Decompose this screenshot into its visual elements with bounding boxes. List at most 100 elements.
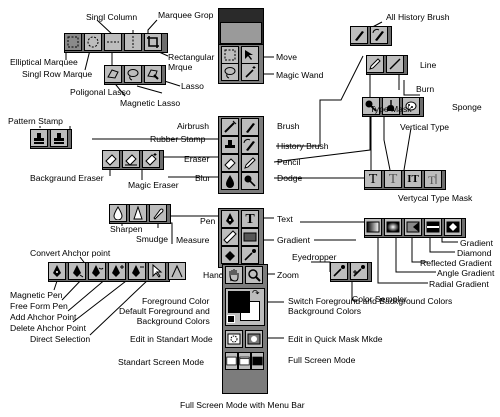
crop-icon[interactable] <box>144 33 162 51</box>
label-eyedropper: Eyedropper <box>292 252 337 262</box>
dodge-tool-icon[interactable] <box>241 172 259 190</box>
label-sharpen: Sharpen <box>110 224 143 234</box>
quick-mask-mode-icon[interactable] <box>245 330 263 348</box>
elliptical-marquee-icon[interactable] <box>84 33 102 51</box>
rectangular-marquee-icon[interactable] <box>64 33 82 51</box>
convert-anchor-point-icon[interactable] <box>168 262 186 280</box>
add-anchor-point-icon[interactable] <box>108 262 126 280</box>
type-icon[interactable]: T <box>364 170 382 188</box>
direct-selection-icon[interactable] <box>148 262 166 280</box>
label-magnetic-lasso: Magnetic Lasso <box>120 98 181 108</box>
polygonal-lasso-icon[interactable] <box>104 65 122 83</box>
magic-eraser-icon[interactable] <box>142 150 160 168</box>
label-add-anchor-point: Add Ahchor Point <box>10 312 77 322</box>
measure-tool-icon[interactable] <box>221 228 239 246</box>
marquee-tool-icon[interactable] <box>221 46 239 64</box>
label-edit-quick-mask: Edit in Quick Mask Mkde <box>288 334 383 344</box>
radial-gradient-icon[interactable] <box>384 218 402 236</box>
smudge-icon[interactable] <box>149 204 167 222</box>
move-tool-icon[interactable] <box>241 46 259 64</box>
label-background-eraser: Backgraund Eraser <box>30 173 104 183</box>
label-gradient: Gradient <box>277 235 310 245</box>
label-standard-screen-mode: Standart Screen Mode <box>118 357 204 367</box>
label-dodge: Dodge <box>277 173 303 183</box>
hand-tool-icon[interactable] <box>225 266 243 284</box>
toolbox-logo-area <box>220 22 262 44</box>
label-smudge: Smudge <box>136 234 169 244</box>
reflected-gradient-icon[interactable] <box>424 218 442 236</box>
full-screen-menu-bar-mode-icon[interactable] <box>238 352 251 370</box>
label-diamond: Diamond <box>457 248 492 258</box>
label-gradient-right: Gradient <box>460 238 493 248</box>
free-form-pen-icon[interactable] <box>88 262 106 280</box>
full-screen-mode-icon[interactable] <box>251 352 264 370</box>
label-magnetic-pen: Magnetic Pen <box>10 290 63 300</box>
blur-tool-icon[interactable] <box>221 172 239 190</box>
sharpen-icon[interactable] <box>129 204 147 222</box>
brush-tool-icon[interactable] <box>241 118 259 136</box>
label-elliptical-marquee: Elliptical Marquee <box>10 57 78 67</box>
svg-text:T: T <box>428 173 436 186</box>
rubber-stamp-icon[interactable] <box>30 129 48 147</box>
rubber-stamp-tool-icon[interactable] <box>221 136 239 154</box>
label-pen: Pen <box>200 216 216 226</box>
vertical-type-icon[interactable]: IT <box>404 170 422 188</box>
linear-gradient-icon[interactable] <box>364 218 382 236</box>
single-column-marquee-icon[interactable] <box>124 33 142 51</box>
standard-mode-icon[interactable] <box>225 330 243 348</box>
standard-screen-mode-icon[interactable] <box>225 352 238 370</box>
label-pencil: Pencil <box>277 157 301 167</box>
default-colors-icon[interactable] <box>227 315 235 323</box>
label-zoom: Zoom <box>277 270 299 280</box>
lasso-tool-icon[interactable] <box>221 63 239 81</box>
type-tool-icon[interactable]: T <box>241 210 259 228</box>
single-row-marquee-icon[interactable] <box>104 33 122 51</box>
diamond-gradient-icon[interactable] <box>444 218 462 236</box>
history-brush-tool-icon[interactable] <box>241 136 259 154</box>
all-history-brush-icon[interactable] <box>370 26 388 44</box>
label-convert-anchor-point: Convert Ahchor point <box>30 248 111 258</box>
pen-icon[interactable] <box>48 262 66 280</box>
magic-wand-tool-icon[interactable] <box>241 63 259 81</box>
pencil-tool-icon[interactable] <box>241 154 259 172</box>
dodge-icon[interactable] <box>362 97 380 115</box>
zoom-tool-icon[interactable] <box>245 266 263 284</box>
airbrush-tool-icon[interactable] <box>221 118 239 136</box>
pencil-icon[interactable] <box>366 55 384 73</box>
history-brush-icon[interactable] <box>350 26 368 44</box>
label-full-screen-mode: Full Screen Mode <box>288 355 356 365</box>
label-direct-selection: Direct Selection <box>30 334 91 344</box>
label-all-history-brush: All History Brush <box>386 12 450 22</box>
eraser-icon[interactable] <box>102 150 120 168</box>
label-reflected-gradient: Reflected Gradient <box>420 258 492 268</box>
foreground-color-swatch[interactable] <box>228 291 250 313</box>
label-measure: Measure <box>176 235 210 245</box>
gradient-tool-icon[interactable] <box>241 228 259 246</box>
eyedropper-icon[interactable] <box>330 262 348 280</box>
vertical-type-mask-icon[interactable]: T <box>424 170 442 188</box>
color-sampler-icon[interactable] <box>350 262 368 280</box>
label-move: Move <box>276 52 298 62</box>
label-magic-wand: Magic Wand <box>276 70 324 80</box>
burn-icon[interactable] <box>382 97 400 115</box>
paint-bucket-tool-icon[interactable] <box>221 246 239 264</box>
eyedropper-tool-icon[interactable] <box>241 246 259 264</box>
delete-anchor-point-icon[interactable] <box>128 262 146 280</box>
lasso-icon[interactable] <box>124 65 142 83</box>
switch-colors-icon[interactable]: ↷ <box>252 288 260 298</box>
angle-gradient-icon[interactable] <box>404 218 422 236</box>
label-blur: Blur <box>195 173 211 183</box>
sponge-icon[interactable] <box>402 97 420 115</box>
label-full-screen-menu-bar: Full Screen Mode with Menu Bar <box>180 400 305 410</box>
blur-icon[interactable] <box>109 204 127 222</box>
type-mask-icon[interactable]: T <box>384 170 402 188</box>
pen-tool-icon[interactable] <box>221 210 239 228</box>
line-icon[interactable] <box>386 55 404 73</box>
eraser-tool-icon[interactable] <box>221 154 239 172</box>
magnetic-pen-icon[interactable] <box>68 262 86 280</box>
magnetic-lasso-icon[interactable] <box>144 65 162 83</box>
pattern-stamp-icon[interactable] <box>50 129 68 147</box>
label-delete-anchor-point: Delete Ahchor Point <box>10 323 86 333</box>
background-eraser-icon[interactable] <box>122 150 140 168</box>
